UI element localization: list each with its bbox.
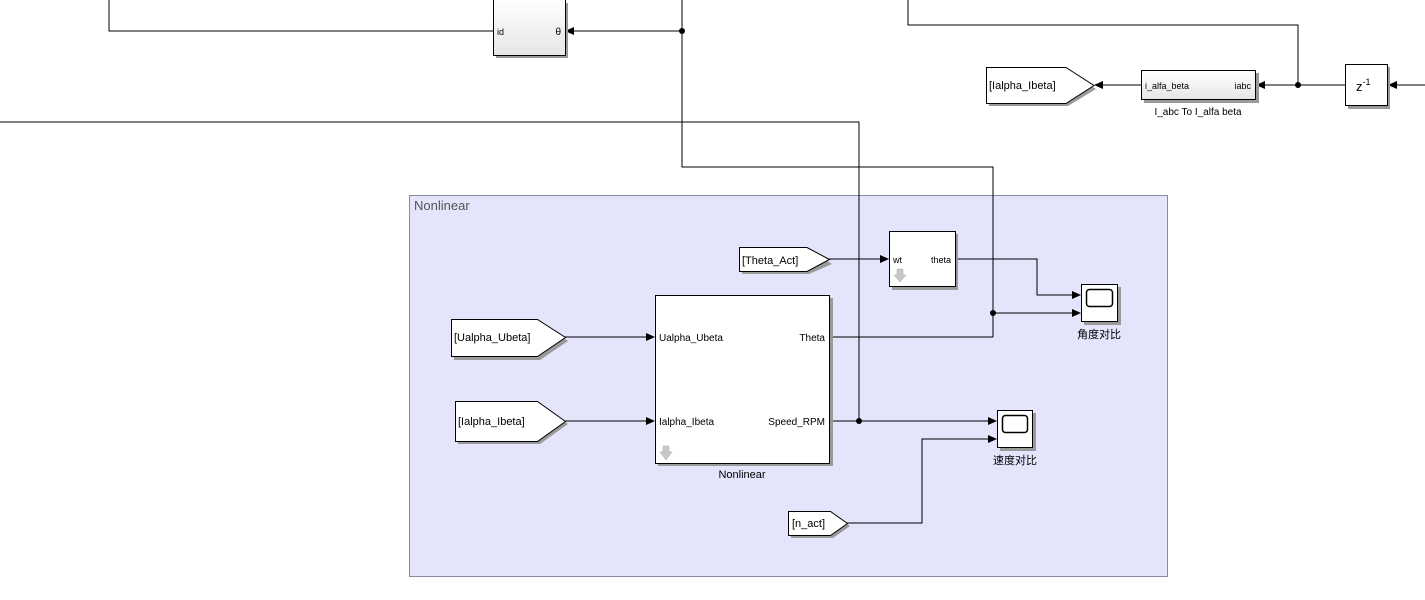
arrowhead [1094,81,1103,89]
scope-icon [1085,288,1114,308]
wt-to-theta-block[interactable]: wt theta [889,231,959,291]
nonlinear-port-theta: Theta [799,333,825,344]
junction-dot [1295,82,1301,88]
goto-ialpha-ibeta-tag[interactable]: [Ialpha_Ibeta] [986,67,1097,107]
scope-speed-compare-block[interactable]: 速度对比 [993,410,1037,468]
scope-angle-name: 角度对比 [1077,327,1121,341]
arrowhead [1072,291,1081,299]
junction-dot [856,418,862,424]
park-port-out: θ [555,27,561,38]
park-transform-block[interactable]: id θ [493,0,569,58]
conv-block-name: I_abc To I_alfa beta [1154,107,1242,118]
nonlinear-subsystem-block[interactable]: Ualpha_Ubeta Ialpha_Ibeta Theta Speed_RP… [655,295,834,482]
mask-down-arrow-icon [659,445,673,461]
mask-down-arrow-icon [893,268,907,283]
from-ualpha-label: [Ualpha_Ubeta] [454,332,530,344]
signal-line-id[interactable] [108,0,493,32]
arrowhead [1072,309,1081,317]
signal-lines [0,0,1425,524]
signal-line-iabc-branch[interactable] [907,0,1299,85]
from-ialpha-ibeta-tag[interactable]: [Ialpha_Ibeta] [455,401,569,445]
signal-line-theta-branch[interactable] [681,0,994,337]
arrowhead [1256,81,1265,89]
wt-port-out: theta [931,255,951,265]
arrowhead [646,333,655,341]
from-ualpha-ubeta-tag[interactable]: [Ualpha_Ubeta] [451,319,569,361]
park-port-in: id [497,27,504,37]
junction-dot [990,310,996,316]
iabc-to-ialfabeta-block[interactable]: i_alfa_beta iabc I_abc To I_alfa beta [1141,70,1260,119]
arrowhead [565,27,574,35]
nonlinear-block-name: Nonlinear [718,469,765,481]
arrowhead [1388,81,1397,89]
scope-speed-name: 速度对比 [993,453,1037,467]
nonlinear-port-ialpha: Ialpha_Ibeta [659,417,714,428]
nonlinear-port-speed: Speed_RPM [768,417,825,428]
area-title: Nonlinear [414,198,470,213]
conv-port-out: iabc [1234,81,1251,91]
delay-label: z-1 [1356,77,1371,94]
signal-line-n-act[interactable] [847,438,990,524]
conv-port-in: i_alfa_beta [1145,81,1189,91]
arrowhead [988,417,997,425]
scope-angle-compare-block[interactable]: 角度对比 [1077,284,1121,342]
scope-icon [1001,414,1029,434]
arrowhead [646,417,655,425]
from-n-act-label: [n_act] [792,518,825,530]
unit-delay-block[interactable]: z-1 [1345,64,1391,110]
from-ialpha-label: [Ialpha_Ibeta] [458,416,525,428]
from-n-act-tag[interactable]: [n_act] [788,511,851,539]
junction-dot [679,28,685,34]
from-theta-act-tag[interactable]: [Theta_Act] [739,247,833,275]
signal-line-theta-scope[interactable] [955,258,1074,296]
from-theta-act-label: [Theta_Act] [742,255,798,267]
arrowhead [880,255,889,263]
wt-port-in: wt [892,255,902,265]
arrowhead [988,435,997,443]
nonlinear-port-ualpha: Ualpha_Ubeta [659,333,723,344]
signal-line-speed-branch[interactable] [0,121,860,421]
goto-ialpha-label: [Ialpha_Ibeta] [989,80,1056,92]
